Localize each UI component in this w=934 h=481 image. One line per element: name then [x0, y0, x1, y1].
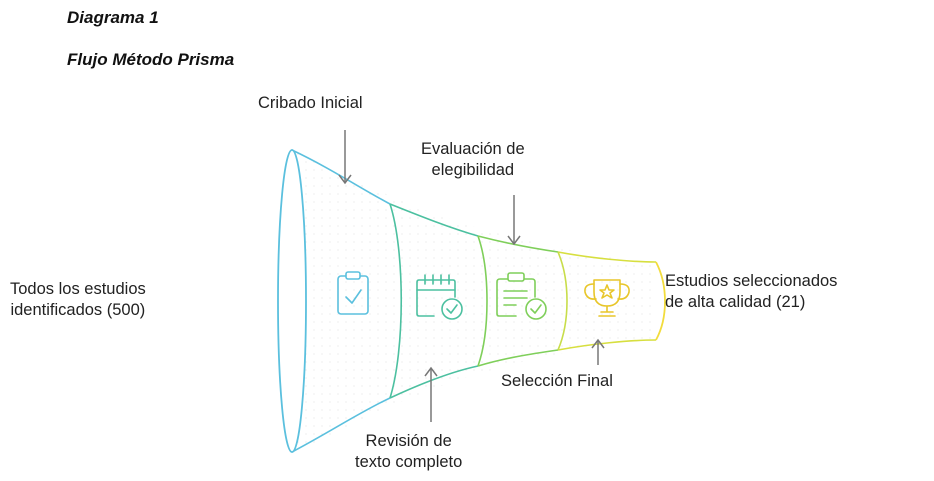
stage-label-cribado-inicial: Cribado Inicial [258, 94, 363, 112]
arrow-seleccion [591, 338, 605, 365]
stage-divider-3 [557, 251, 568, 351]
arrow-cribado [338, 130, 352, 185]
arrow-revision [424, 366, 438, 422]
diagram-title: Flujo Método Prisma [67, 50, 235, 69]
funnel-bottom-edge-2 [389, 365, 479, 399]
stage-label-revision-texto: Revisión de texto completo [355, 431, 462, 473]
stage-label-line: Evaluación de [421, 140, 525, 158]
funnel-top-edge-2 [389, 203, 479, 237]
stage-label-evaluacion-elegibilidad: Evaluación de elegibilidad [421, 139, 525, 181]
calendar-check-icon [416, 274, 463, 320]
funnel-top-edge-4 [557, 251, 657, 263]
clipboard-list-check-icon [496, 272, 547, 320]
funnel-bottom-edge-3 [477, 349, 559, 367]
funnel-top-edge-1 [291, 149, 391, 205]
funnel-bottom-edge-4 [557, 339, 657, 351]
stage-label-estudios-seleccionados: Estudios seleccionados de alta calidad (… [665, 271, 837, 313]
stage-label-line: de alta calidad (21) [665, 293, 806, 311]
funnel-end-cap [655, 261, 666, 341]
diagram-number: Diagrama 1 [67, 8, 159, 27]
funnel-top-edge-3 [477, 235, 559, 253]
funnel-bottom-edge-1 [291, 397, 391, 453]
funnel-body [292, 150, 656, 452]
stage-label-line: Todos los estudios [10, 280, 146, 298]
clipboard-check-icon [337, 271, 369, 315]
stage-label-line: texto completo [355, 453, 463, 471]
stage-label-line: identificados (500) [10, 301, 146, 319]
stage-divider-2 [477, 235, 488, 367]
stage-label-line: Estudios seleccionados [665, 272, 838, 290]
arrow-evaluacion [507, 195, 521, 246]
stage-label-line: elegibilidad [431, 161, 515, 179]
trophy-star-icon [584, 279, 630, 317]
stage-divider-1 [389, 203, 403, 399]
funnel-mouth [277, 149, 307, 453]
stage-label-seleccion-final: Selección Final [501, 372, 613, 390]
stage-label-line: Revisión de [365, 432, 452, 450]
stage-label-todos-estudios: Todos los estudios identificados (500) [10, 279, 146, 321]
